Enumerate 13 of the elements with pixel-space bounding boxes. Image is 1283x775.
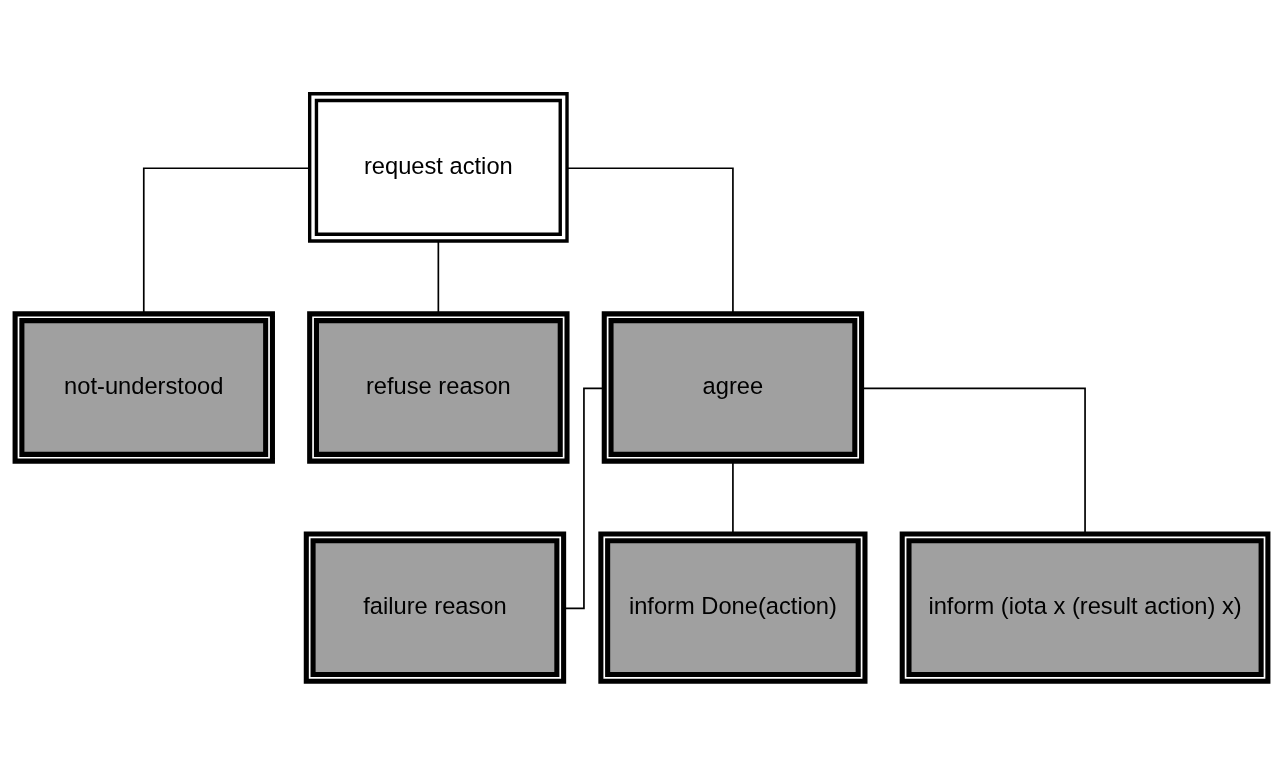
node-box: request action [308,92,569,243]
node-box: inform Done(action) [598,531,868,684]
connector [437,240,440,315]
node-box: refuse reason [307,311,570,464]
connector [732,460,734,535]
node-box: failure reason [303,531,567,684]
connector [142,167,311,315]
connector [566,167,734,315]
node-box: agree [601,311,865,464]
node-box: inform (iota x (result action) x) [899,531,1271,684]
connector [861,387,1086,535]
connector [563,387,605,610]
node-box: not-understood [12,311,275,464]
